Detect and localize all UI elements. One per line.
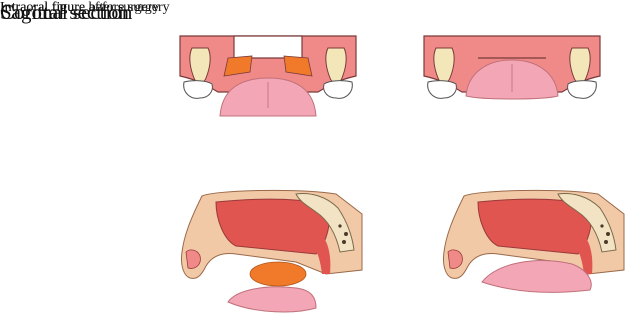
spine-dot <box>606 232 610 236</box>
right-molar <box>568 81 597 99</box>
spine-dot <box>600 224 603 227</box>
spine-dot <box>342 240 346 244</box>
spine-dot <box>604 240 608 244</box>
tongue <box>482 261 591 293</box>
cleft-gap <box>234 36 302 58</box>
lip <box>186 250 200 268</box>
left-molar <box>184 81 213 99</box>
lip <box>448 250 462 268</box>
tongue <box>228 287 316 312</box>
coronal-before-illustration <box>178 36 358 116</box>
sagittal-before-illustration <box>176 190 366 320</box>
left-molar <box>428 81 457 99</box>
coronal-after-illustration <box>422 36 602 116</box>
sagittal-after-illustration <box>438 190 628 320</box>
right-molar <box>324 81 353 99</box>
spine-dot <box>338 224 341 227</box>
cleft-flap <box>250 262 306 286</box>
spine-dot <box>344 232 348 236</box>
row-label-sagittal: Sagittal section <box>0 0 129 25</box>
